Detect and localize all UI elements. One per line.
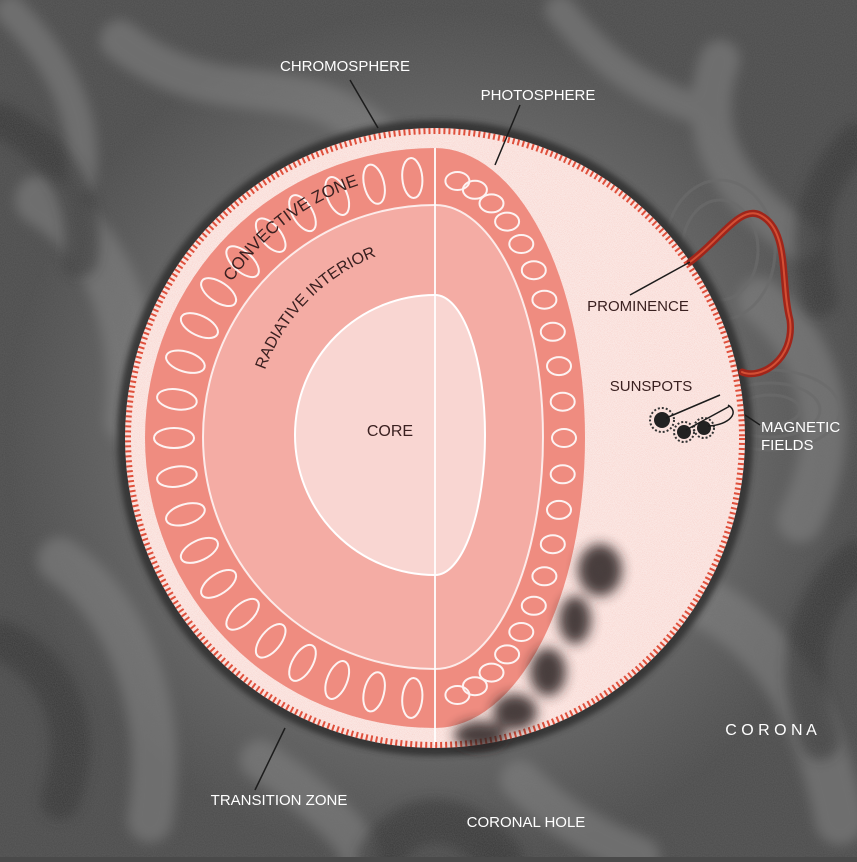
sunspots-label: SUNSPOTS bbox=[610, 378, 693, 395]
photosphere-label: PHOTOSPHERE bbox=[481, 87, 596, 104]
transition-zone-label: TRANSITION ZONE bbox=[211, 792, 348, 809]
corona-label: C O R O N A bbox=[725, 722, 817, 739]
magnetic-fields-label-line2: FIELDS bbox=[761, 437, 814, 454]
coronal-hole-label: CORONAL HOLE bbox=[467, 814, 586, 831]
magnetic-fields-label-line1: MAGNETIC bbox=[761, 419, 840, 436]
prominence-label: PROMINENCE bbox=[587, 298, 689, 315]
core-label: CORE bbox=[367, 423, 413, 440]
chromosphere-label: CHROMOSPHERE bbox=[280, 58, 410, 75]
